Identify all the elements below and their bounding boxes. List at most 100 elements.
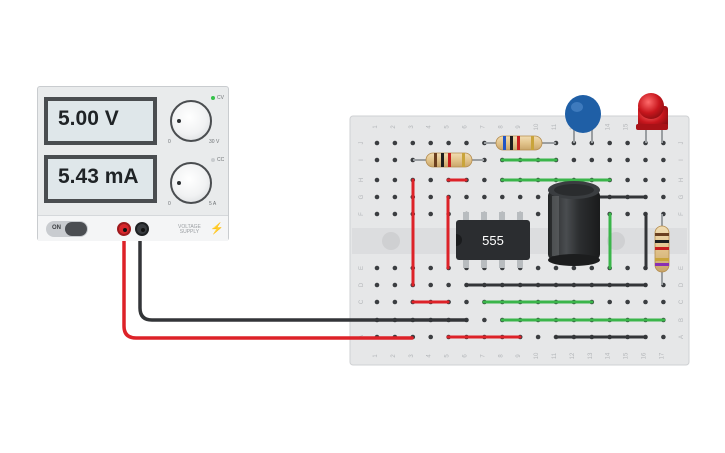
breadboard-hole[interactable] [410,140,416,146]
breadboard-hole[interactable] [661,177,666,183]
breadboard-hole[interactable] [428,194,434,200]
breadboard-hole[interactable] [392,299,398,305]
breadboard-hole[interactable] [374,299,380,305]
ic-555[interactable]: 555 [456,212,530,268]
breadboard-hole[interactable] [643,299,648,305]
breadboard-hole[interactable] [500,194,505,200]
red-supply-lead[interactable] [122,226,414,340]
breadboard-hole[interactable] [428,177,434,183]
column-number: 6 [463,125,469,129]
column-number: 10 [534,123,540,130]
breadboard-hole[interactable] [535,194,541,200]
breadboard-hole[interactable] [625,140,630,146]
breadboard-hole[interactable] [464,299,469,305]
column-number: 3 [409,125,415,129]
column-number: 12 [570,352,576,359]
breadboard-hole[interactable] [607,157,612,163]
switch-knob [65,222,87,236]
breadboard-hole[interactable] [482,194,487,200]
row-letter: F [359,212,365,216]
column-number: 17 [659,352,665,359]
column-number: 6 [463,354,469,358]
breadboard-hole[interactable] [392,211,398,217]
row-letter: D [359,282,365,287]
breadboard-hole[interactable] [535,265,541,271]
switch-label: ON [52,225,61,231]
supply-panel-label-line2: SUPPLY [179,229,200,235]
positive-terminal[interactable] [117,222,131,236]
breadboard-hole[interactable] [643,177,648,183]
breadboard-hole[interactable] [482,317,487,323]
breadboard-hole[interactable] [374,265,380,271]
black-supply-lead[interactable] [138,226,468,322]
row-letter: I [679,159,685,161]
breadboard-hole[interactable] [625,211,630,217]
breadboard-hole[interactable] [392,140,398,146]
breadboard-hole[interactable] [625,265,630,271]
breadboard-hole[interactable] [392,157,398,163]
breadboard-hole[interactable] [374,157,380,163]
breadboard-hole[interactable] [643,157,648,163]
resistor-r1[interactable] [413,152,484,168]
breadboard-hole[interactable] [428,282,434,288]
breadboard-hole[interactable] [428,265,434,271]
voltage-knob[interactable] [170,100,212,142]
voltage-display: 5.00 V [44,97,157,145]
resistor-r2[interactable] [484,135,556,151]
power-switch[interactable]: ON [46,221,88,237]
breadboard-hole[interactable] [374,194,380,200]
breadboard-hole[interactable] [428,211,434,217]
breadboard-hole[interactable] [446,140,451,146]
supply-leads[interactable] [122,226,468,340]
negative-terminal[interactable] [135,222,149,236]
breadboard-hole[interactable] [571,157,577,163]
breadboard-hole[interactable] [553,265,559,271]
breadboard-hole[interactable] [589,157,595,163]
breadboard-hole[interactable] [625,299,630,305]
row-letter: A [679,335,685,339]
current-knob[interactable] [170,162,212,204]
row-letter: J [359,142,365,145]
breadboard-hole[interactable] [428,140,434,146]
breadboard-hole[interactable] [392,282,398,288]
breadboard-hole[interactable] [374,282,380,288]
breadboard-hole[interactable] [661,299,666,305]
breadboard-notch [382,232,400,250]
breadboard-hole[interactable] [625,177,630,183]
breadboard-hole[interactable] [464,194,469,200]
breadboard-hole[interactable] [482,177,487,183]
breadboard-hole[interactable] [374,177,380,183]
electrolytic-capacitor[interactable] [548,181,600,266]
resistor-r3[interactable] [654,214,670,285]
led[interactable] [636,93,668,143]
breadboard-hole[interactable] [410,157,416,163]
column-number: 14 [606,352,612,359]
breadboard-hole[interactable] [535,211,541,217]
breadboard-hole[interactable] [535,334,541,340]
breadboard-hole[interactable] [374,140,380,146]
breadboard-hole[interactable] [392,194,398,200]
breadboard-hole[interactable] [446,282,451,288]
breadboard-hole[interactable] [625,157,630,163]
column-number: 9 [516,125,522,129]
breadboard-hole[interactable] [392,265,398,271]
ceramic-capacitor[interactable] [565,95,601,143]
breadboard-hole[interactable] [661,157,666,163]
breadboard-hole[interactable] [571,265,577,271]
power-supply[interactable]: 5.00 V 5.43 mA CV CC 0 30 V 0 5 A ON VOL… [37,86,229,241]
breadboard-hole[interactable] [392,177,398,183]
breadboard-hole[interactable] [589,265,595,271]
breadboard-hole[interactable] [464,140,469,146]
breadboard-hole[interactable] [517,194,523,200]
breadboard-hole[interactable] [428,334,434,340]
breadboard-hole[interactable] [482,157,487,163]
breadboard-hole[interactable] [374,211,380,217]
row-letter: D [679,282,685,287]
jumper-wires[interactable] [411,158,666,339]
breadboard-hole[interactable] [661,334,666,340]
breadboard-hole[interactable] [661,194,666,200]
breadboard-hole[interactable] [607,299,612,305]
breadboard-hole[interactable] [607,140,612,146]
column-number: 4 [427,125,433,129]
